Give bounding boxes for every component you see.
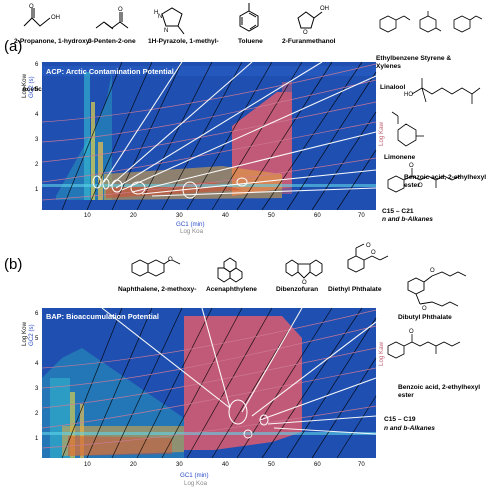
plot-a-ytick-4: 4	[35, 112, 39, 118]
structure-pentenone: O	[95, 7, 129, 30]
plot-a-xtick-40: 40	[222, 213, 229, 219]
plot-b-xtick-70: 70	[358, 462, 365, 468]
plot-b-ytick-2: 2	[35, 411, 39, 417]
panel-a-letter: (a)	[4, 38, 23, 55]
plot-a-xlabel-gc1: GC1 (min)	[176, 221, 205, 228]
structure-dibenzofuran: O	[285, 259, 323, 286]
svg-text:H: H	[154, 10, 158, 16]
alkanes-type-b: n and b-Alkanes	[384, 425, 435, 432]
structure-limonene	[391, 111, 424, 147]
plot-b-ytick-3: 3	[35, 386, 39, 392]
svg-text:O: O	[29, 4, 34, 10]
plot-b-ylabel-kow: Log Kow	[21, 321, 28, 346]
svg-text:O: O	[422, 306, 427, 312]
structure-benzoic-ester-b: O	[387, 329, 461, 359]
svg-text:O: O	[418, 183, 423, 189]
compound-acenaphthylene: Acenaphthylene	[206, 286, 257, 293]
compound-acetic-acid: Acetic acid	[22, 86, 57, 93]
svg-text:O: O	[302, 280, 307, 286]
plot-a-ylabel-kow: Log Kow	[21, 73, 28, 98]
compound-methylpyrazole: 1H-Pyrazole, 1-methyl-	[148, 38, 219, 45]
compound-ethylbenzene-styrene-xylenes: Ethylbenzene Styrene & Xylenes	[376, 55, 452, 70]
compound-benzoic-ester-a: Benzoic acid, 2-ethylhexyl ester	[404, 174, 487, 189]
svg-text:O: O	[168, 257, 173, 263]
plot-b-xtick-50: 50	[268, 462, 275, 468]
plot-b-ytick-4: 4	[35, 361, 39, 367]
structure-dibutyl-phthalate: O O	[407, 268, 467, 312]
compound-methoxynaphthalene: Naphthalene, 2-methoxy-	[118, 286, 197, 293]
plot-a-xtick-10: 10	[84, 213, 91, 219]
panel-b-letter: (b)	[4, 256, 23, 273]
plot-b-ylabel-kaw: Log Kaw	[378, 341, 385, 366]
compound-hydroxyacetone: 2-Propanone, 1-hydroxy-	[14, 38, 92, 45]
plot-a-xtick-70: 70	[358, 213, 365, 219]
plot-a-ytick-2: 2	[35, 162, 39, 168]
plot-b-xtick-60: 60	[314, 462, 321, 468]
plot-b: BAP: Bioaccumulation Potential	[41, 307, 377, 459]
plot-b-ytick-6: 6	[35, 311, 39, 317]
alkanes-range-a: C15 – C21	[382, 208, 414, 215]
plot-a-xlabel-koa: Log Koa	[180, 228, 204, 235]
svg-text:O: O	[371, 250, 376, 256]
plot-a-xtick-50: 50	[268, 213, 275, 219]
svg-text:N: N	[164, 28, 168, 34]
svg-text:HO: HO	[404, 92, 413, 98]
structure-methoxynaphthalene: O	[131, 257, 181, 277]
structure-ethylbenzene-group	[379, 11, 483, 33]
svg-text:O: O	[303, 30, 308, 36]
compound-limonene: Limonene	[384, 154, 416, 161]
structure-toluene	[239, 3, 259, 32]
plot-a-xtick-20: 20	[130, 213, 137, 219]
plot-b-xlabel-koa: Log Koa	[184, 480, 208, 487]
plot-a-ytick-3: 3	[35, 137, 39, 143]
structure-linalool: HO	[404, 78, 481, 104]
structure-hydroxyacetone: O OH	[23, 4, 60, 27]
plot-b-xtick-20: 20	[130, 462, 137, 468]
plot-b-xtick-40: 40	[222, 462, 229, 468]
plot-a-ytick-5: 5	[35, 87, 39, 93]
compound-pentenone: 3-Penten-2-one	[88, 38, 136, 45]
plot-a: ACP: Arctic Contamination Potential	[41, 61, 377, 211]
plot-a-xtick-30: 30	[176, 213, 183, 219]
structure-methylpyrazole: H N N	[154, 7, 185, 35]
alkanes-type-a: n and b-Alkanes	[382, 216, 433, 223]
plot-a-xtick-60: 60	[314, 213, 321, 219]
plot-a-ylabel-kaw: Log Kaw	[378, 121, 385, 146]
plot-a-ylabel-gc2: GC2 (s)	[28, 76, 35, 98]
plot-a-ytick-1: 1	[35, 187, 39, 193]
structure-acenaphthylene	[217, 257, 243, 283]
plot-b-canvas	[41, 307, 377, 459]
compound-dibutyl-phthalate: Dibutyl Phthalate	[398, 314, 452, 321]
structure-diethyl-phthalate: O O	[347, 243, 389, 273]
structure-furanmethanol: OH O	[297, 6, 329, 36]
plot-b-xtick-30: 30	[176, 462, 183, 468]
svg-text:OH: OH	[320, 6, 329, 12]
compound-benzoic-ester-b: Benzoic acid, 2-ethylhexyl ester	[398, 384, 481, 399]
plot-a-canvas	[41, 61, 377, 211]
plot-a-title: ACP: Arctic Contamination Potential	[46, 67, 174, 76]
compound-toluene: Toluene	[238, 38, 263, 45]
svg-text:O: O	[430, 268, 435, 274]
plot-b-xlabel-gc1: GC1 (min)	[180, 472, 209, 479]
svg-text:O: O	[409, 163, 414, 169]
plot-b-ytick-5: 5	[35, 336, 39, 342]
svg-text:O: O	[409, 329, 414, 335]
alkanes-range-b: C15 – C19	[384, 416, 416, 423]
svg-text:N: N	[158, 14, 162, 20]
compound-furanmethanol: 2-Furanmethanol	[282, 38, 336, 45]
compound-diethyl-phthalate: Diethyl Phthalate	[328, 286, 382, 293]
plot-a-ytick-6: 6	[35, 62, 39, 68]
plot-b-title: BAP: Bioaccumulation Potential	[46, 312, 159, 321]
plot-b-ylabel-gc2: GC2 (s)	[28, 324, 35, 346]
plot-b-ytick-1: 1	[35, 436, 39, 442]
plot-b-xtick-10: 10	[84, 462, 91, 468]
structure-benzoic-ester-a: O O	[387, 163, 461, 193]
compound-linalool: Linalool	[380, 84, 406, 91]
svg-text:OH: OH	[51, 15, 60, 21]
svg-text:O: O	[366, 243, 371, 249]
svg-text:O: O	[118, 7, 123, 13]
compound-dibenzofuran: Dibenzofuran	[276, 286, 319, 293]
